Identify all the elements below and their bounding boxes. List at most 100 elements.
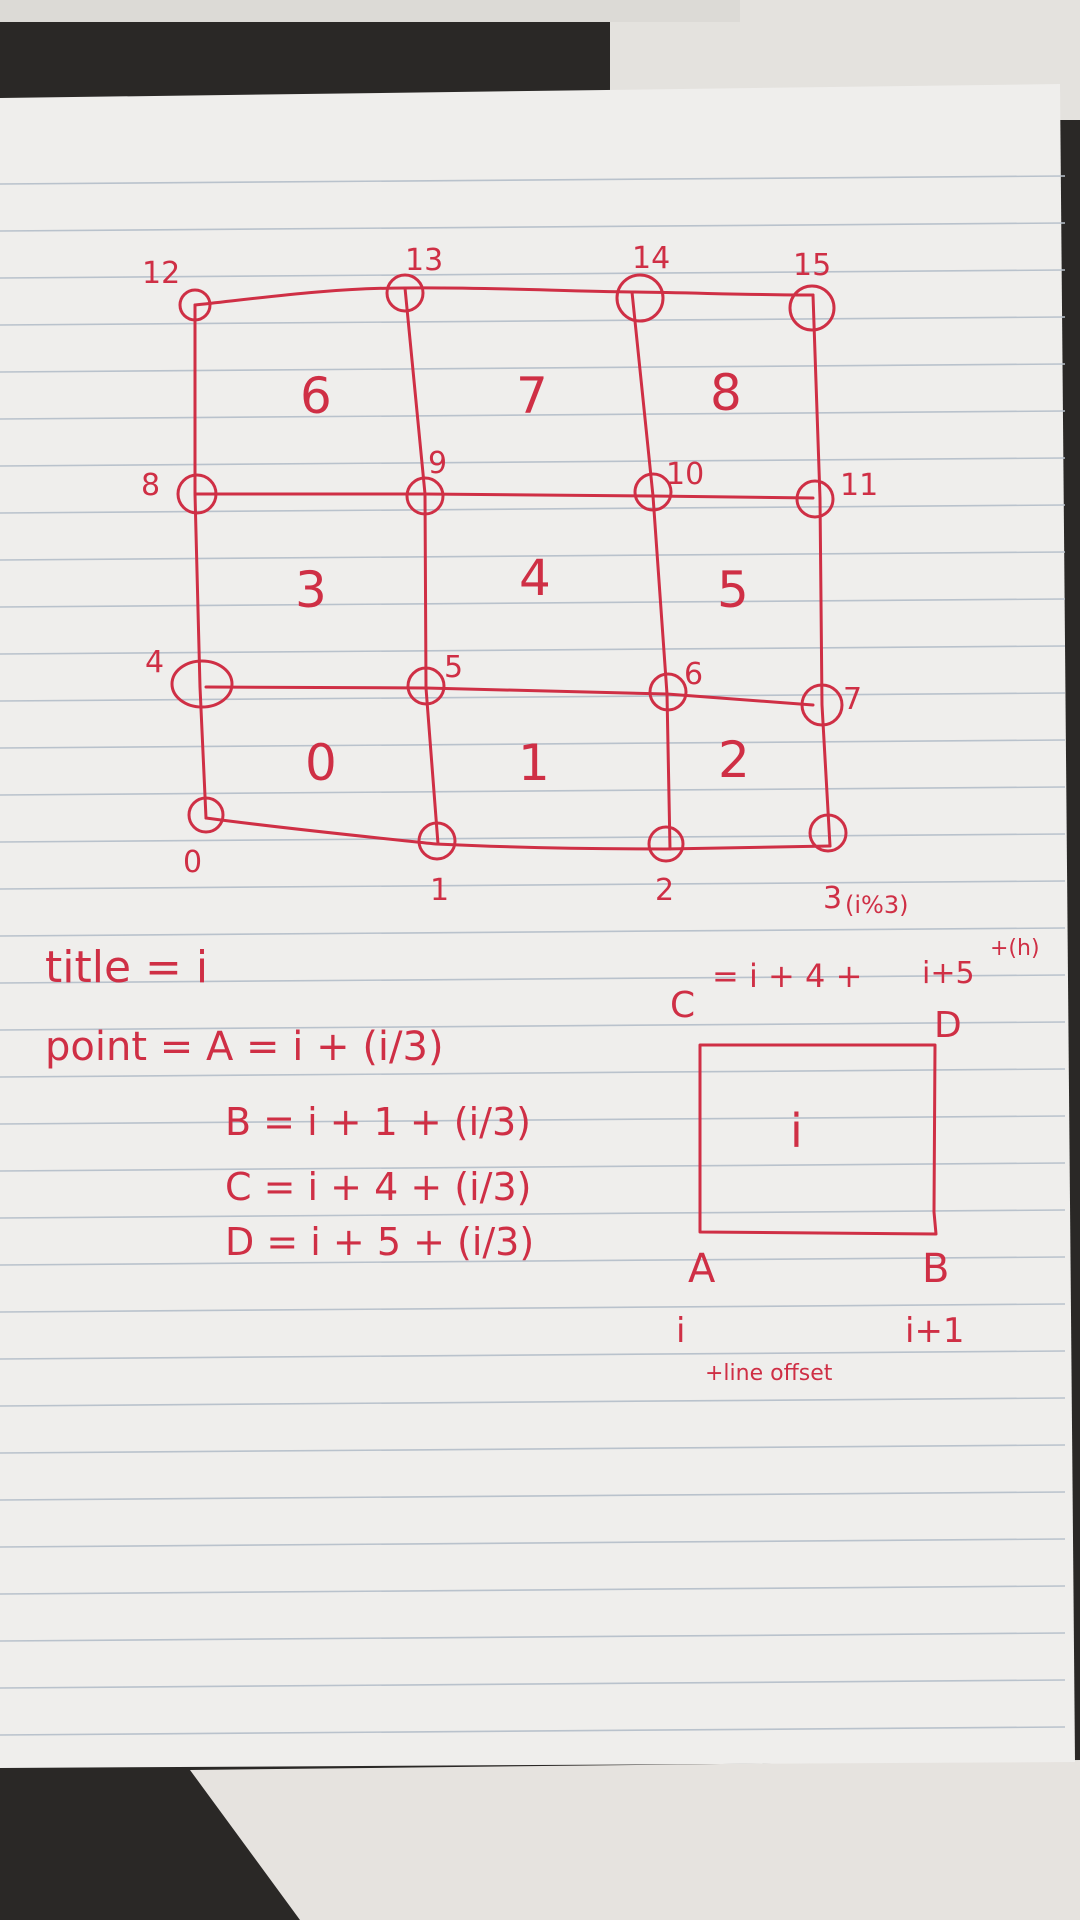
rule-line: [0, 974, 1066, 984]
corner-square: [698, 1043, 938, 1236]
formula-block: title = i point = A = i + (i/3) B = i + …: [45, 942, 534, 1264]
tile-label-1: 1: [518, 734, 550, 792]
corner-a-expression: i: [676, 1311, 685, 1351]
vertex-circle-3: [808, 813, 848, 853]
grid-diagram: [170, 273, 848, 863]
rule-line: [0, 175, 1066, 185]
corner-c-superscript: (i%3): [845, 891, 908, 919]
vertex-circle-14: [615, 273, 665, 323]
corner-label-d: D: [934, 1005, 962, 1046]
corner-c-expression: = i + 4 +: [712, 957, 862, 995]
rule-line: [0, 504, 1066, 514]
vertex-label-11: 11: [840, 468, 878, 503]
vertex-circle-11: [795, 479, 835, 519]
point-a-formula: point = A = i + (i/3): [45, 1024, 444, 1070]
vertex-circle-9: [405, 476, 445, 516]
grid-line-row-0: [204, 816, 832, 851]
tile-formula: title = i: [45, 942, 208, 993]
rule-line: [0, 1209, 1066, 1219]
grid-line-col-1: [403, 286, 440, 846]
rule-line: [0, 1303, 1066, 1313]
rule-line: [0, 786, 1066, 796]
grid-line-row-1: [204, 685, 815, 707]
rule-line: [0, 692, 1066, 702]
vertex-label-10: 10: [666, 457, 704, 492]
tile-label-0: 0: [305, 734, 337, 792]
rule-line: [0, 222, 1066, 232]
point-d-formula: D = i + 5 + (i/3): [225, 1220, 534, 1264]
rule-line: [0, 363, 1066, 373]
tile-label-4: 4: [519, 549, 551, 607]
corner-label-b: B: [922, 1246, 949, 1292]
corner-label-a: A: [688, 1246, 716, 1292]
vertex-label-12: 12: [142, 256, 180, 291]
rule-line: [0, 1256, 1066, 1266]
vertex-label-3: 3: [823, 881, 842, 916]
corner-square-diagram: C = i + 4 + (i%3) i+5 +(h) D i A B i +li…: [670, 891, 1040, 1386]
vertex-label-8: 8: [141, 468, 160, 503]
vertex-circle-1: [417, 821, 457, 861]
corner-d-expression: i+5: [922, 956, 975, 991]
grid-line-col-2: [630, 290, 672, 851]
rule-line: [0, 1350, 1066, 1360]
grid-line-col-0: [193, 303, 208, 820]
vertex-label-7: 7: [843, 682, 862, 717]
vertex-label-9: 9: [428, 446, 447, 481]
rule-line: [0, 1397, 1066, 1407]
vertex-label-13: 13: [405, 243, 443, 278]
tile-label-6: 6: [300, 367, 332, 425]
top-strip: [0, 0, 740, 22]
vertex-label-2: 2: [655, 873, 674, 908]
vertex-circle-15: [788, 284, 836, 332]
ruled-lines: [0, 175, 1066, 1736]
vertex-label-15: 15: [793, 248, 831, 283]
tile-labels: 6 7 8 3 4 5 0 1 2: [295, 364, 750, 792]
tile-label-8: 8: [710, 364, 742, 422]
vertex-circle-5: [406, 666, 446, 706]
table-surface: [190, 1760, 1080, 1920]
vertex-label-14: 14: [632, 241, 670, 276]
rule-line: [0, 1162, 1066, 1172]
corner-a-note: +line offset: [705, 1361, 833, 1386]
vertex-label-6: 6: [684, 657, 703, 692]
rule-line: [0, 739, 1066, 749]
vertex-circle-4: [170, 659, 234, 709]
rule-line: [0, 927, 1066, 937]
rule-line: [0, 551, 1066, 561]
vertex-circle-7: [800, 683, 844, 727]
rule-line: [0, 645, 1066, 655]
vertex-circle-0: [187, 796, 225, 834]
rule-line: [0, 1585, 1066, 1595]
tile-label-5: 5: [717, 561, 749, 619]
corner-b-expression: i+1: [905, 1311, 965, 1351]
rule-line: [0, 269, 1066, 279]
rule-line: [0, 880, 1066, 890]
rule-line: [0, 316, 1066, 326]
tile-label-2: 2: [718, 731, 750, 789]
vertex-circle-6: [648, 672, 688, 712]
grid-line-col-3: [811, 293, 832, 848]
corner-d-superscript: +(h): [990, 936, 1040, 961]
corner-label-c: C: [670, 985, 695, 1026]
vertex-circle-13: [385, 273, 425, 313]
tile-label-7: 7: [516, 367, 548, 425]
rule-line: [0, 1632, 1066, 1642]
rule-line: [0, 410, 1066, 420]
rule-line: [0, 833, 1066, 843]
rule-line: [0, 598, 1066, 608]
square-center-label: i: [790, 1104, 803, 1158]
vertex-label-1: 1: [430, 873, 449, 908]
rule-line: [0, 1679, 1066, 1689]
grid-line-row-2: [193, 492, 815, 500]
rule-line: [0, 1491, 1066, 1501]
vertex-circle-10: [633, 472, 673, 512]
rule-line: [0, 1538, 1066, 1548]
rule-line: [0, 1068, 1066, 1078]
rule-line: [0, 457, 1066, 467]
rule-line: [0, 1021, 1066, 1031]
paper-sheet: [0, 84, 1075, 1768]
vertex-circle-8: [176, 473, 218, 515]
grid-line-row-3: [193, 286, 815, 307]
rule-line: [0, 1115, 1066, 1125]
